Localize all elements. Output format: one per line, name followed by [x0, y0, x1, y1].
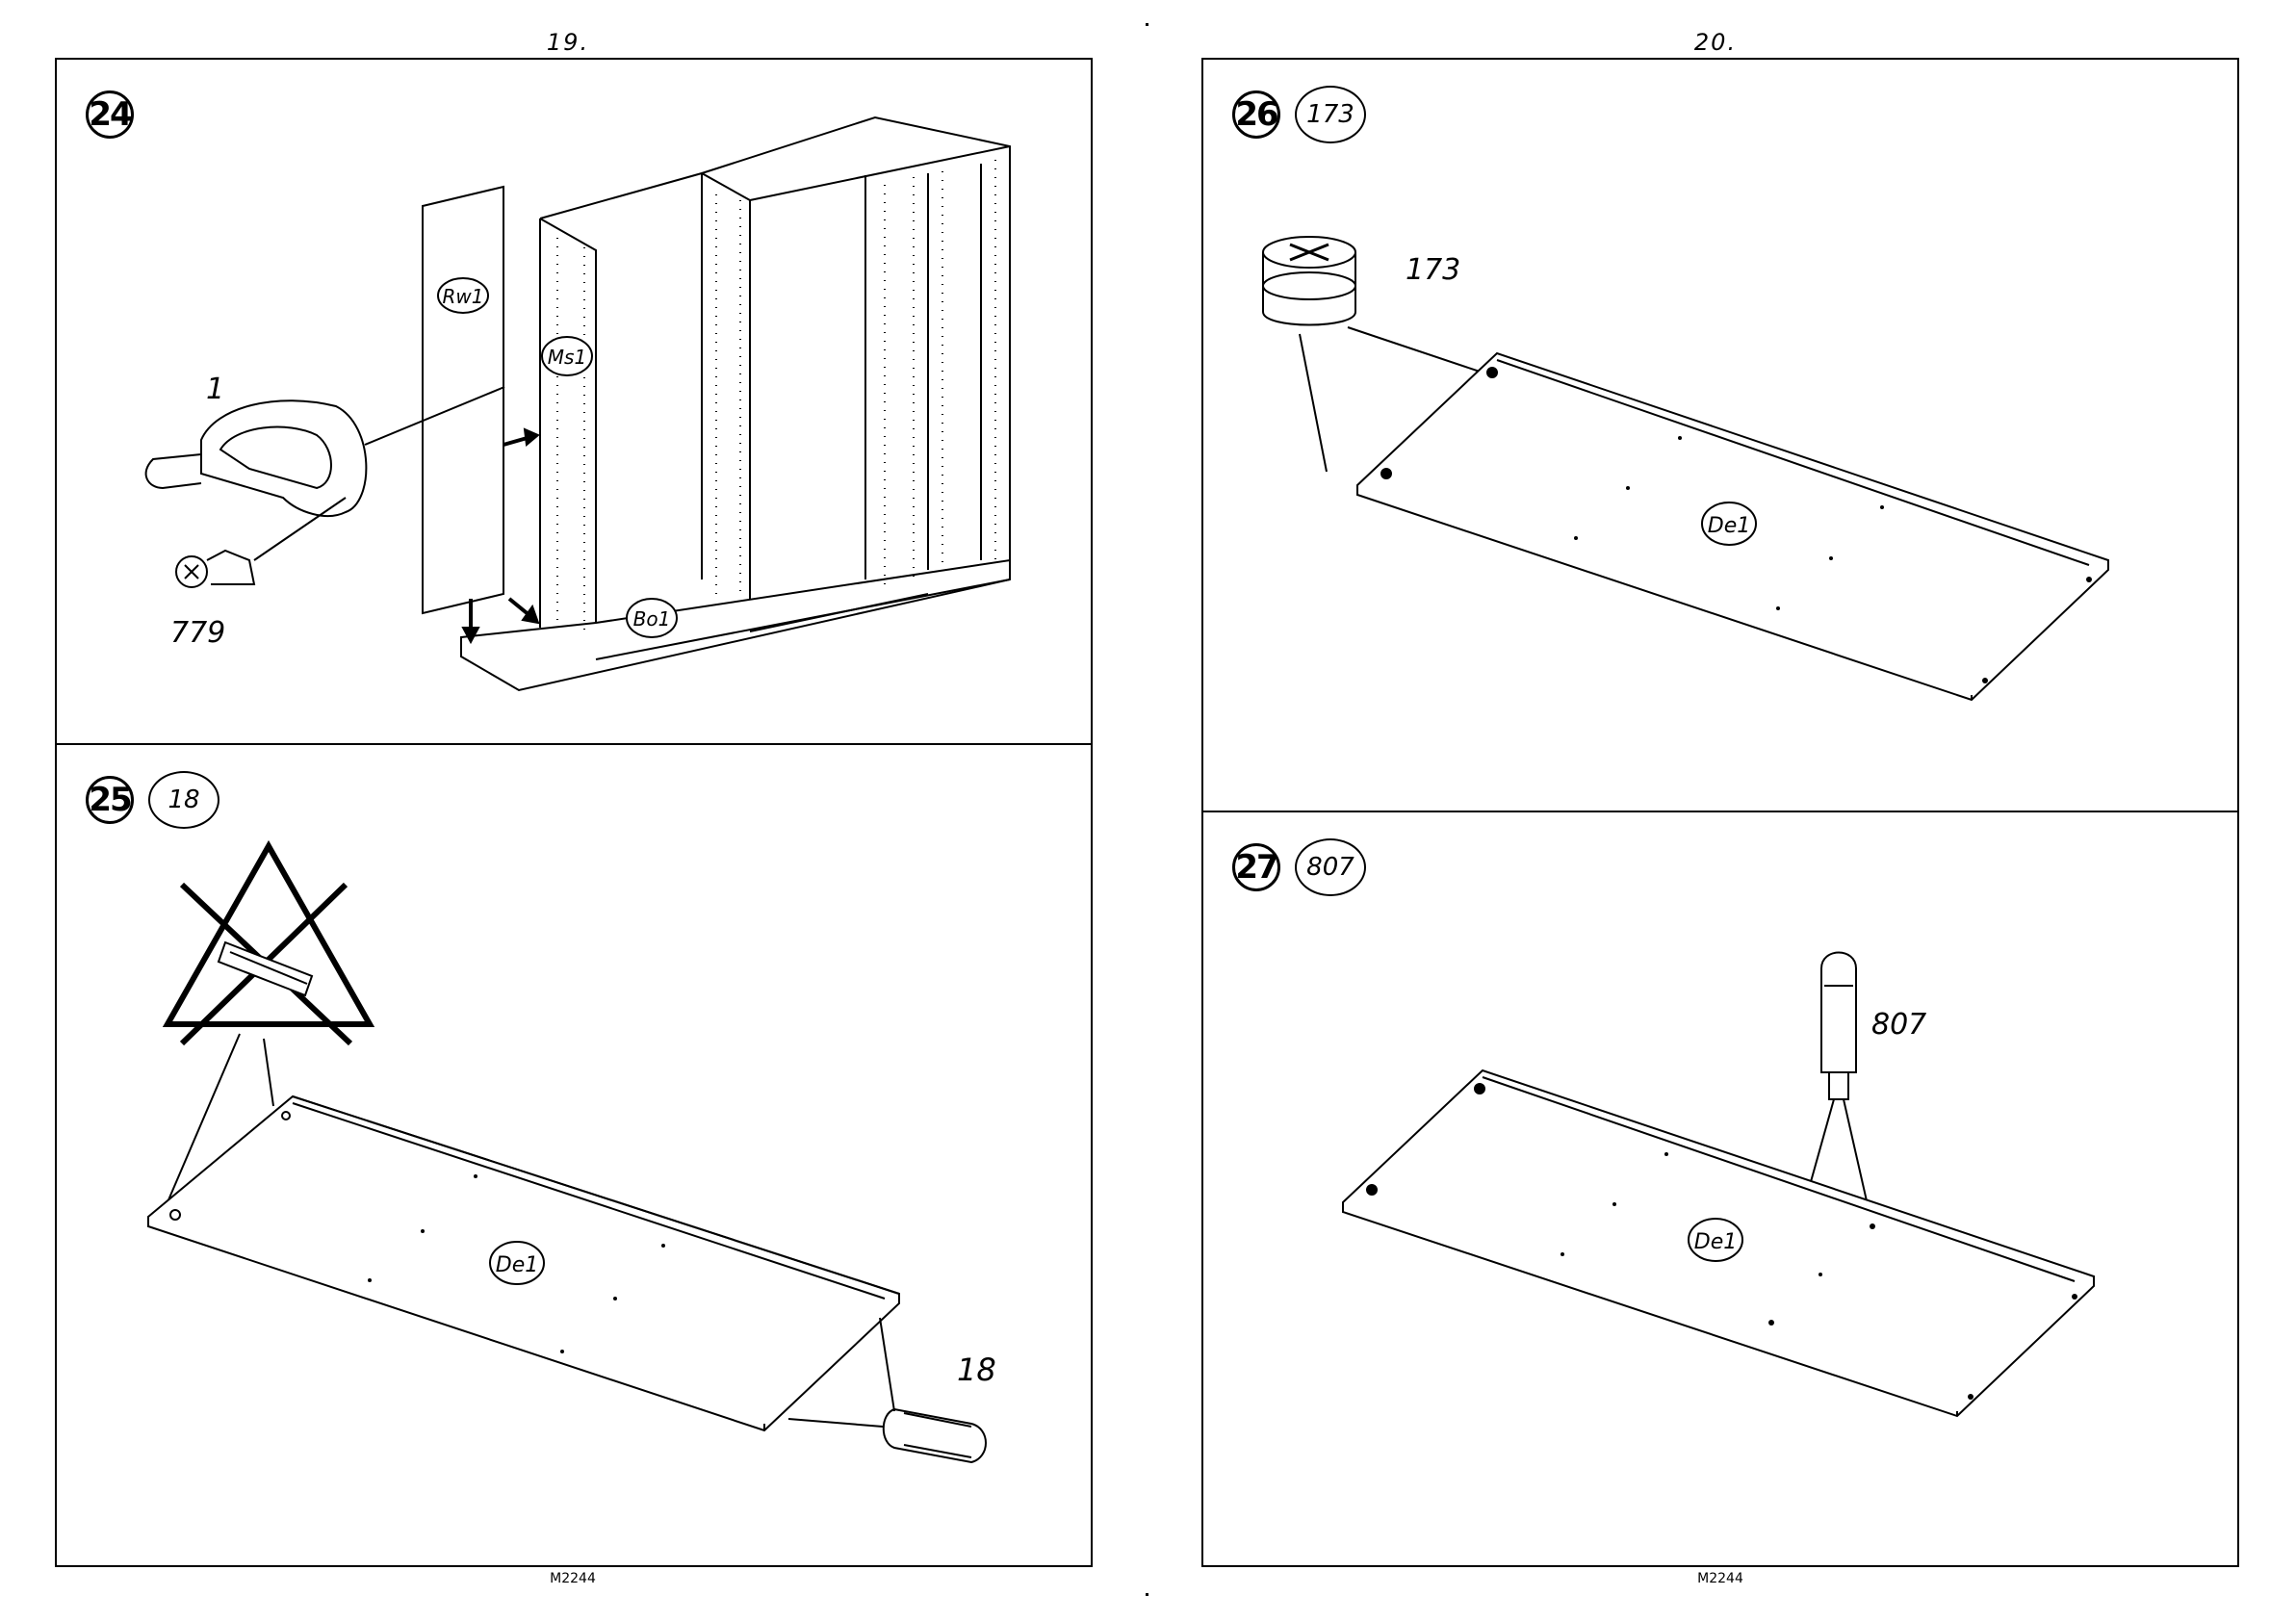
document-code-left: M2244 [515, 1571, 631, 1586]
step-25-illustration: De1 18 [57, 745, 1095, 1569]
step-27-panel: 27 807 De1 807 [1201, 811, 2239, 1567]
fold-mark-bottom [1146, 1593, 1148, 1596]
back-panel-label: Rw1 [443, 285, 484, 308]
step-25-panel: 25 18 [55, 743, 1093, 1567]
screw-label: 779 [170, 616, 225, 650]
base-label: Bo1 [633, 607, 671, 631]
panel-label: De1 [1708, 514, 1750, 538]
step-24-panel: 24 [55, 58, 1093, 745]
document-code-right: M2244 [1663, 1571, 1778, 1586]
side-label: Ms1 [548, 346, 586, 369]
pin-label: 1 [206, 373, 224, 406]
step-27-illustration: De1 807 [1203, 812, 2241, 1569]
panel-label: De1 [1694, 1230, 1737, 1254]
fold-mark-top [1146, 23, 1148, 26]
step-26-illustration: De1 173 [1203, 60, 2241, 814]
bolt-label: 807 [1871, 1008, 1926, 1042]
dowel-label: 18 [957, 1352, 996, 1388]
step-24-illustration: 1 779 Rw1 Ms1 Bo1 [57, 60, 1095, 747]
cam-label: 173 [1406, 253, 1460, 287]
page-number-left: 19. [510, 29, 626, 56]
step-26-panel: 26 173 De1 173 [1201, 58, 2239, 812]
page-number-right: 20. [1658, 29, 1773, 56]
panel-label: De1 [496, 1253, 538, 1277]
